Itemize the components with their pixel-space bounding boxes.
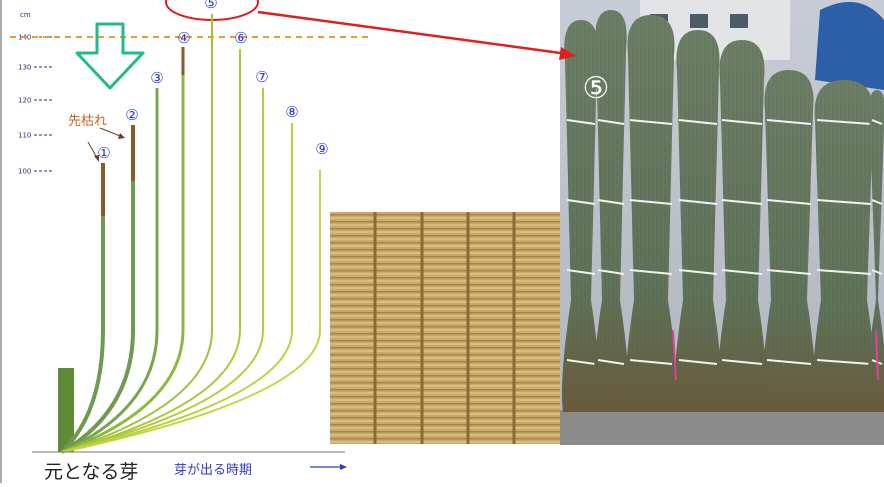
bundle-tie bbox=[816, 269, 872, 275]
bundle-tie bbox=[566, 269, 596, 275]
stem-number-7: ⑦ bbox=[255, 68, 268, 86]
bundle-tie bbox=[629, 119, 673, 125]
rush-bundle-texture bbox=[674, 30, 722, 412]
dieback-label: 先枯れ bbox=[68, 114, 108, 129]
bundle-tie bbox=[678, 359, 718, 365]
stem-2 bbox=[60, 125, 135, 454]
stem-number-6: ⑥ bbox=[234, 29, 247, 47]
height-scale: 140130120110100 bbox=[18, 34, 52, 176]
bundle-tie bbox=[629, 199, 673, 205]
stem-number-9: ⑨ bbox=[315, 140, 328, 158]
bundle-tie bbox=[597, 359, 625, 365]
stem-5 bbox=[61, 14, 213, 453]
bundle-tie bbox=[721, 119, 763, 125]
callout-arrowhead-icon bbox=[559, 47, 576, 60]
bud-timing-label: 芽が出る時期 bbox=[174, 463, 253, 478]
stem-number-2: ② bbox=[125, 106, 138, 124]
pointer-arrowhead-2-icon bbox=[118, 133, 125, 139]
rush-bundle-texture bbox=[717, 40, 767, 412]
bundle-tie bbox=[721, 359, 763, 365]
rush-bundle-texture bbox=[562, 20, 600, 412]
bundle-tie bbox=[766, 269, 812, 275]
rush-bundle-texture bbox=[762, 70, 816, 412]
bundle-tie bbox=[766, 119, 812, 125]
tatami-texture bbox=[330, 212, 560, 444]
stem-number-4: ④ bbox=[177, 29, 190, 47]
stems: ① ② ③ ④ ⑤ ⑥ ⑦⑧ ⑨ bbox=[60, 0, 329, 454]
photo-stem-number: ⑤ bbox=[583, 71, 610, 106]
bundle-tie bbox=[721, 269, 763, 275]
rush-bundle-texture bbox=[812, 80, 876, 412]
bundle-tie bbox=[816, 199, 872, 205]
stem-number-3: ③ bbox=[150, 69, 163, 87]
bundle-tie bbox=[871, 269, 883, 275]
bundle-tie bbox=[629, 269, 673, 275]
bundle-tie bbox=[766, 199, 812, 205]
bundle-tie bbox=[678, 199, 718, 205]
callout-arrow bbox=[257, 10, 569, 56]
stem-6 bbox=[61, 49, 241, 453]
origin-bud-label: 元となる芽 bbox=[44, 461, 139, 483]
stem-4 bbox=[61, 47, 185, 454]
bundle-tie bbox=[678, 269, 718, 275]
bundle-tie bbox=[871, 119, 883, 125]
bundle-tie bbox=[721, 199, 763, 205]
stem-number-1: ① bbox=[97, 144, 110, 162]
scale-unit: cm bbox=[20, 11, 31, 19]
bundle-tie bbox=[816, 359, 872, 365]
bundle-tie bbox=[566, 119, 596, 125]
pointer-arrowhead-1-icon bbox=[94, 155, 99, 162]
pointer-arrow-2 bbox=[99, 127, 121, 137]
bundle-tie bbox=[597, 199, 625, 205]
stem-1 bbox=[60, 163, 105, 454]
stem-7 bbox=[61, 88, 264, 453]
scale-tick-label: 100 bbox=[18, 168, 31, 176]
time-arrowhead-icon bbox=[340, 464, 347, 470]
bundle-tie bbox=[629, 359, 673, 365]
scale-tick-label: 130 bbox=[18, 64, 31, 72]
stem-3 bbox=[61, 88, 159, 454]
bundle-tie bbox=[816, 119, 872, 125]
rush-bundle-texture bbox=[625, 15, 677, 412]
bundle-tie bbox=[871, 199, 883, 205]
bundle-tie bbox=[766, 359, 812, 365]
origin-bud bbox=[58, 368, 74, 452]
rush-bundle-texture bbox=[593, 10, 629, 412]
stem-9 bbox=[61, 170, 321, 453]
bundle-tie bbox=[566, 359, 596, 365]
rush-bundle-texture bbox=[867, 90, 884, 412]
bundle-tie bbox=[566, 199, 596, 205]
scale-tick-label: 120 bbox=[18, 97, 31, 105]
down-arrow-icon bbox=[75, 22, 145, 90]
stem-8 bbox=[61, 123, 293, 453]
pink-tie bbox=[672, 329, 677, 381]
scale-tick-label: 110 bbox=[18, 132, 31, 140]
bundle-tie bbox=[597, 119, 625, 125]
stem-number-5: ⑤ bbox=[204, 0, 217, 12]
bundle-tie bbox=[678, 119, 718, 125]
pointer-arrow-1 bbox=[87, 141, 98, 159]
rush-bundles-photo bbox=[560, 0, 884, 445]
bundle-tie bbox=[597, 269, 625, 275]
pink-tie bbox=[875, 329, 879, 381]
stem-number-8: ⑧ bbox=[285, 103, 298, 121]
